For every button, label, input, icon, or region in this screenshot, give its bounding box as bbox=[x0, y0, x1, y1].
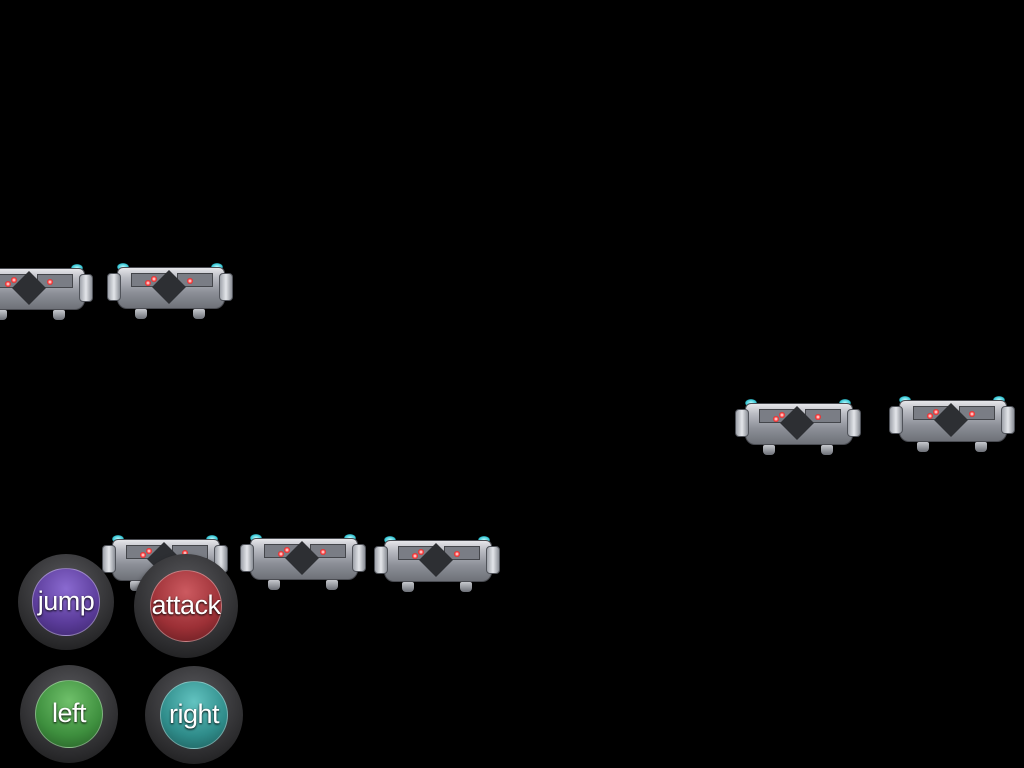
red-light-icon bbox=[815, 414, 821, 420]
side-cap bbox=[107, 273, 121, 301]
hover-platform bbox=[105, 261, 235, 323]
left-button-face: left bbox=[34, 679, 104, 749]
red-light-icon bbox=[182, 550, 188, 556]
leg bbox=[763, 445, 775, 455]
side-cap bbox=[352, 544, 366, 572]
leg bbox=[917, 442, 929, 452]
red-light-icon bbox=[140, 552, 146, 558]
leg bbox=[402, 582, 414, 592]
red-light-icon bbox=[145, 280, 151, 286]
side-cap bbox=[374, 546, 388, 574]
right-label: right bbox=[168, 699, 220, 730]
red-light-icon bbox=[454, 551, 460, 557]
red-light-icon bbox=[320, 549, 326, 555]
hover-platform bbox=[887, 394, 1017, 456]
red-light-icon bbox=[146, 548, 152, 554]
side-cap bbox=[889, 406, 903, 434]
leg bbox=[326, 580, 338, 590]
leg bbox=[130, 581, 142, 591]
leg bbox=[53, 310, 65, 320]
jump-label: jump bbox=[37, 586, 95, 617]
red-light-icon bbox=[927, 413, 933, 419]
side-cap bbox=[847, 409, 861, 437]
side-cap bbox=[219, 273, 233, 301]
leg bbox=[193, 309, 205, 319]
hover-platform bbox=[0, 262, 95, 324]
leg bbox=[135, 309, 147, 319]
red-light-icon bbox=[5, 281, 11, 287]
hover-platform bbox=[238, 532, 368, 594]
side-cap bbox=[486, 546, 500, 574]
leg bbox=[460, 582, 472, 592]
side-cap bbox=[102, 545, 116, 573]
red-light-icon bbox=[284, 547, 290, 553]
side-cap bbox=[735, 409, 749, 437]
attack-button-face: attack bbox=[149, 569, 223, 643]
leg bbox=[268, 580, 280, 590]
red-light-icon bbox=[779, 412, 785, 418]
red-light-icon bbox=[418, 549, 424, 555]
hover-platform bbox=[372, 534, 502, 596]
red-light-icon bbox=[151, 276, 157, 282]
side-cap bbox=[79, 274, 93, 302]
jump-button[interactable]: jump bbox=[18, 554, 114, 650]
side-cap bbox=[240, 544, 254, 572]
left-label: left bbox=[51, 698, 87, 729]
red-light-icon bbox=[969, 411, 975, 417]
attack-button[interactable]: attack bbox=[134, 554, 238, 658]
left-button[interactable]: left bbox=[20, 665, 118, 763]
red-light-icon bbox=[773, 416, 779, 422]
attack-label: attack bbox=[151, 590, 221, 621]
leg bbox=[0, 310, 7, 320]
red-light-icon bbox=[412, 553, 418, 559]
red-light-icon bbox=[11, 277, 17, 283]
right-button-face: right bbox=[159, 680, 229, 750]
red-light-icon bbox=[933, 409, 939, 415]
red-light-icon bbox=[187, 278, 193, 284]
leg bbox=[821, 445, 833, 455]
jump-button-face: jump bbox=[32, 568, 100, 636]
leg bbox=[975, 442, 987, 452]
side-cap bbox=[1001, 406, 1015, 434]
red-light-icon bbox=[278, 551, 284, 557]
red-light-icon bbox=[47, 279, 53, 285]
hover-platform bbox=[733, 397, 863, 459]
right-button[interactable]: right bbox=[145, 666, 243, 764]
